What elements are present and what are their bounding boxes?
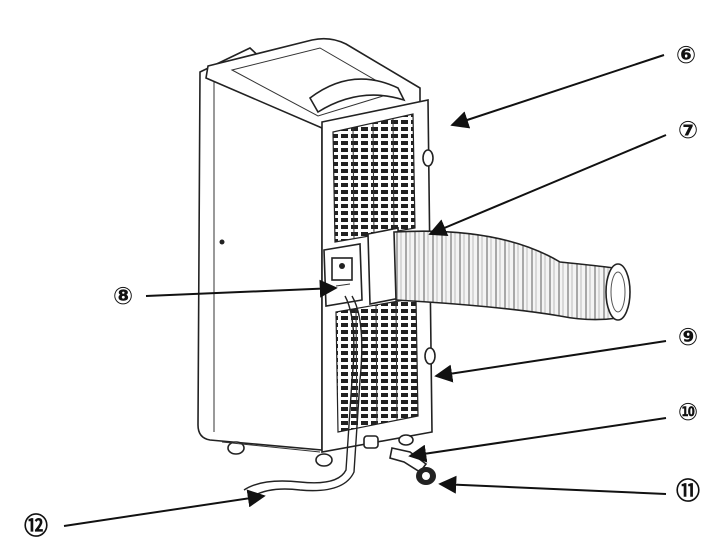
leader-6 [450,54,665,129]
callout-6: ⑥ [676,41,696,69]
power-cord [249,295,363,499]
leader-9 [434,340,667,383]
callout-11: ⑪ [676,477,700,505]
exhaust-hose [367,227,631,321]
leader-8 [145,279,338,298]
drain-pipe [389,447,428,474]
leader-12 [63,489,266,527]
castor [227,441,245,455]
top-handle [308,78,406,114]
callout-12: ⑫ [24,512,48,540]
side-screw [219,239,225,245]
callout-10: ⑩ [678,398,698,426]
callout-7: ⑦ [678,116,698,144]
callout-9: ⑨ [678,323,698,351]
lower-side-knob [424,347,436,365]
upper-side-knob [422,149,434,167]
power-cord [243,295,355,491]
leader-10 [408,417,667,463]
castor [315,453,333,467]
castor [398,434,414,446]
drain-plug [363,435,379,449]
hose-outlet [605,263,631,321]
power-socket-panel [323,243,363,307]
callout-8: ⑧ [113,282,133,310]
leader-7 [428,134,667,237]
leader-11 [438,475,667,495]
drain-outlets [363,435,436,485]
